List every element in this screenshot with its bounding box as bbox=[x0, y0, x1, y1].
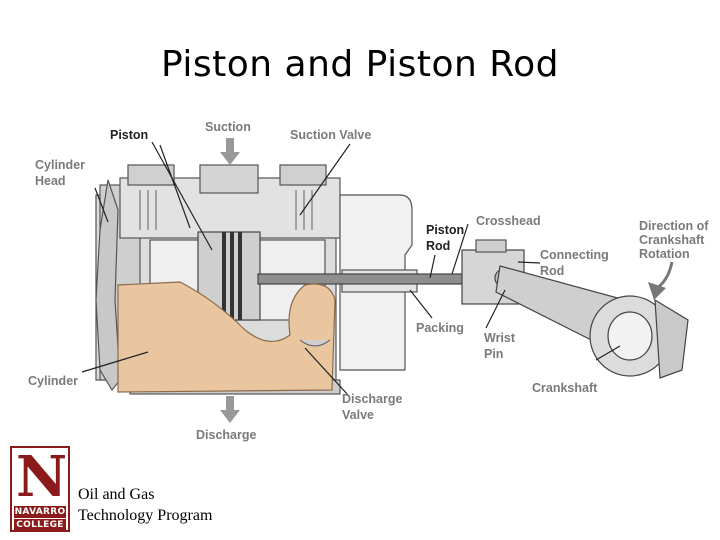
label-direction-line2: Crankshaft bbox=[639, 233, 705, 247]
label-packing: Packing bbox=[416, 321, 464, 335]
program-line-2: Technology Program bbox=[78, 507, 213, 524]
label-suction-valve: Suction Valve bbox=[290, 128, 371, 142]
leader-lines bbox=[81, 141, 621, 396]
label-direction-line3: Rotation bbox=[639, 247, 690, 261]
label-cylinder: Cylinder bbox=[28, 374, 78, 388]
logo-line-2: COLLEGE bbox=[14, 519, 66, 531]
rotation-arrow bbox=[648, 261, 674, 300]
program-line-1: Oil and Gas bbox=[78, 486, 155, 503]
label-crankshaft: Crankshaft bbox=[532, 381, 598, 395]
label-piston-rod-line2: Rod bbox=[426, 239, 450, 253]
suction-arrow bbox=[220, 138, 240, 165]
navarro-college-logo: N NAVARRO COLLEGE bbox=[10, 446, 70, 532]
label-discharge: Discharge bbox=[196, 428, 256, 442]
label-connecting-rod-line1: Connecting bbox=[540, 248, 609, 262]
label-wrist-pin-line1: Wrist bbox=[484, 331, 516, 345]
label-cylinder-head-line1: Cylinder bbox=[35, 158, 85, 172]
program-name: Oil and Gas Technology Program bbox=[78, 484, 212, 526]
label-crosshead: Crosshead bbox=[476, 214, 541, 228]
logo-line-1: NAVARRO bbox=[14, 506, 66, 518]
label-discharge-valve-line1: Discharge bbox=[342, 392, 402, 406]
label-suction: Suction bbox=[205, 120, 251, 134]
page-title: Piston and Piston Rod bbox=[160, 44, 560, 85]
label-wrist-pin-line2: Pin bbox=[484, 347, 503, 361]
label-cylinder-head-line2: Head bbox=[35, 174, 66, 188]
logo-letter: N bbox=[16, 444, 68, 510]
label-direction-line1: Direction of bbox=[639, 219, 709, 233]
label-connecting-rod-line2: Rod bbox=[540, 264, 564, 278]
label-discharge-valve-line2: Valve bbox=[342, 408, 374, 422]
cutaway-section bbox=[117, 281, 336, 393]
label-piston-rod-line1: Piston bbox=[426, 223, 464, 237]
label-piston: Piston bbox=[110, 128, 148, 142]
discharge-arrow bbox=[220, 396, 240, 423]
